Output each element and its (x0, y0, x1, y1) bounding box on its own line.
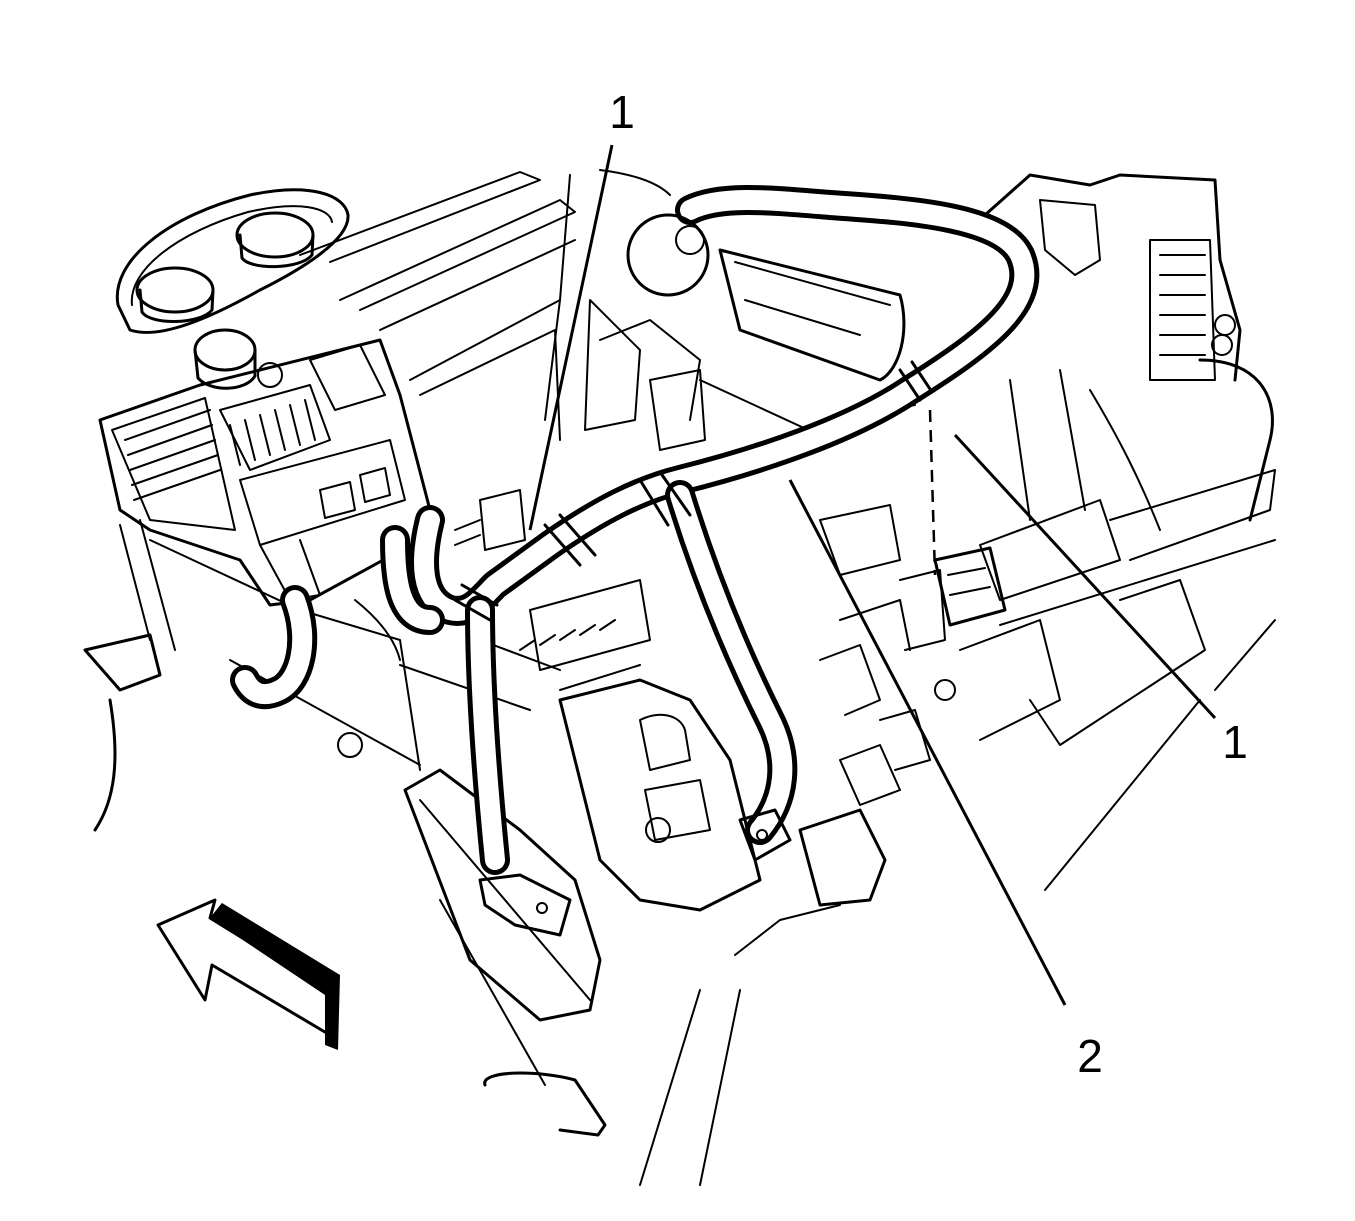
hose-mount-bracket (478, 873, 572, 937)
callout-label-1-right: 1 (1222, 716, 1248, 768)
leader-line-2 (788, 479, 1067, 1006)
hose-clamp (898, 360, 934, 402)
engine-bay-structure (83, 169, 1276, 1186)
hose-assembly (230, 185, 1040, 937)
leader-line-1-top (528, 144, 614, 531)
hose-end-cap (626, 213, 710, 297)
callout-label-1-top: 1 (609, 86, 635, 138)
tee-coupling (543, 513, 597, 567)
leader-line-1-right (953, 433, 1217, 720)
callout-leaders (528, 144, 1217, 1006)
dashed-indicator-line (928, 409, 937, 576)
direction-arrow (156, 898, 340, 1050)
callout-label-2: 2 (1077, 1030, 1103, 1082)
